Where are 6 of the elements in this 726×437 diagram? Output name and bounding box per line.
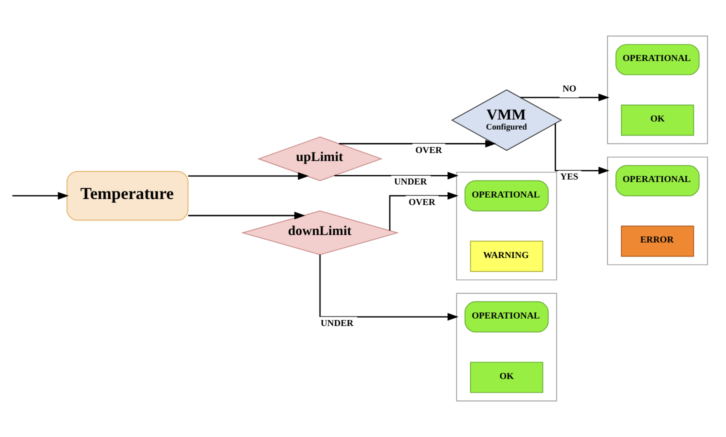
edge-label: OVER — [408, 196, 436, 207]
edge-label: OVER — [415, 144, 442, 155]
edge-label: UNDER — [320, 318, 354, 328]
edge-label: NO — [562, 83, 576, 94]
edge-label: UNDER — [394, 176, 427, 187]
edge-label: YES — [560, 172, 578, 182]
